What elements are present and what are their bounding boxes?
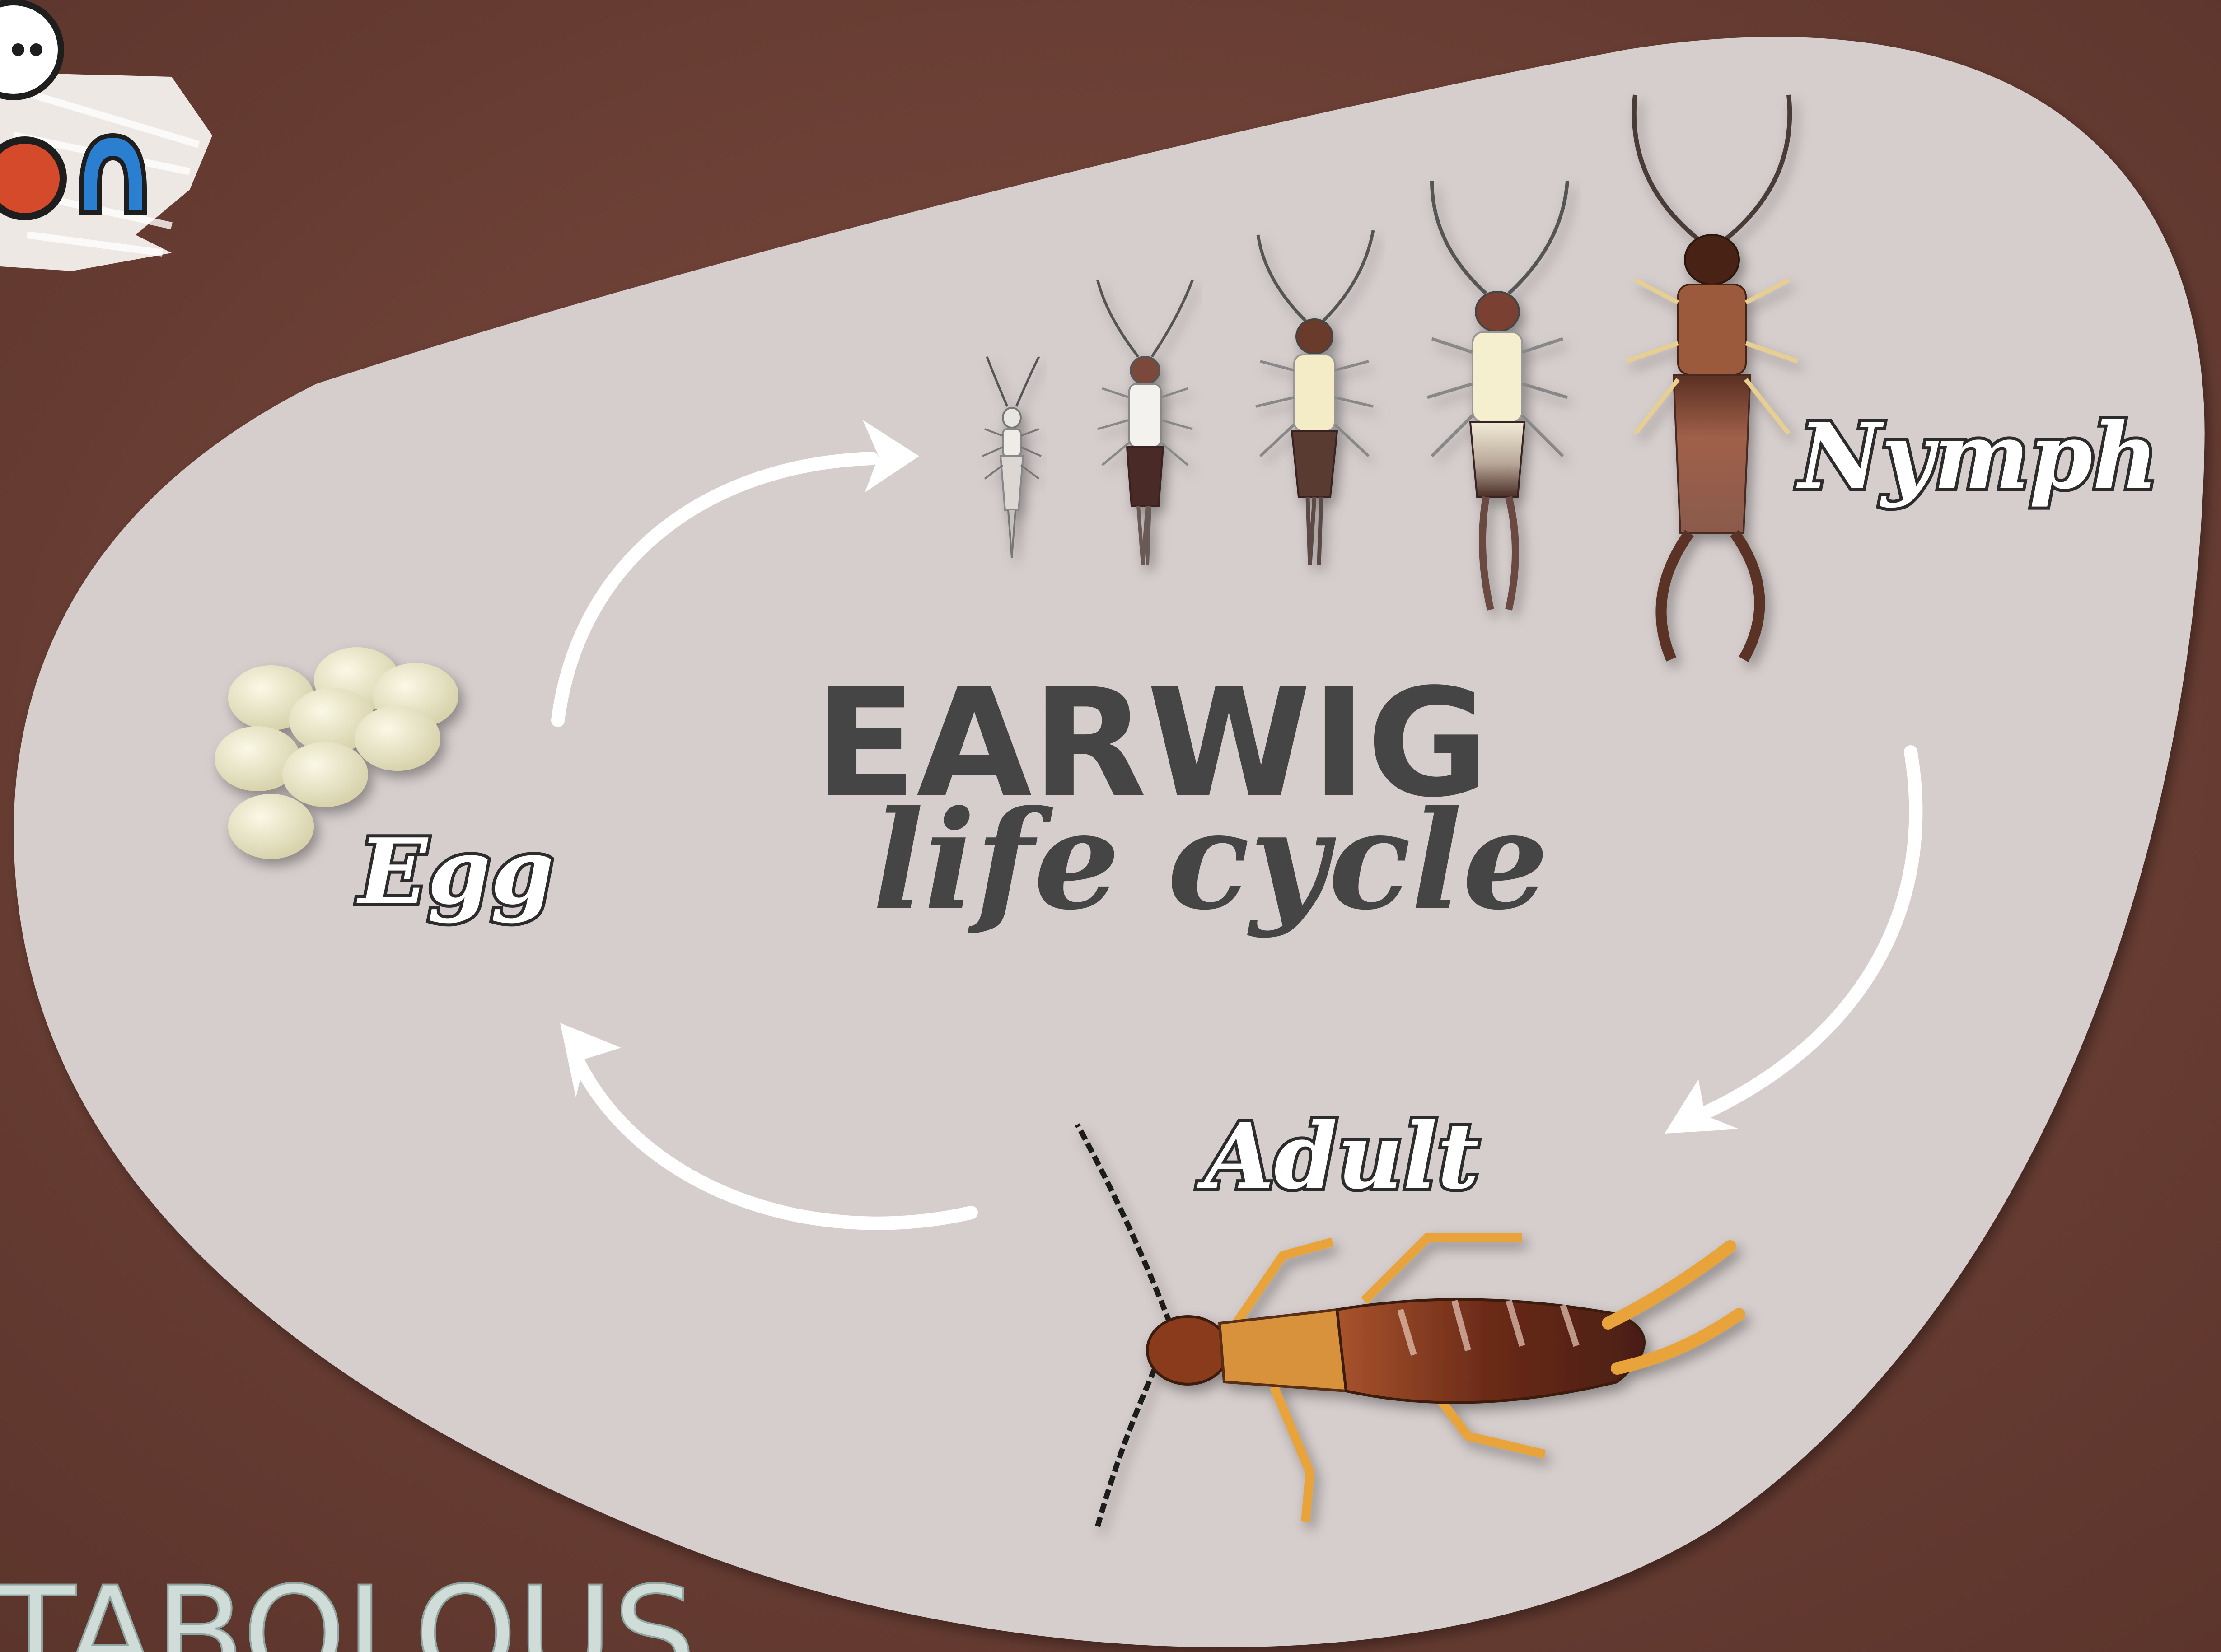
- stage-label-nymph: Nymph: [1796, 403, 2158, 509]
- stage-label-adult: Adult: [1197, 1103, 1479, 1209]
- diagram-subtitle: life cycle: [873, 780, 1549, 940]
- stage-label-egg: Egg: [356, 819, 554, 925]
- footer-text: TABOLOUS: [0, 1559, 696, 1652]
